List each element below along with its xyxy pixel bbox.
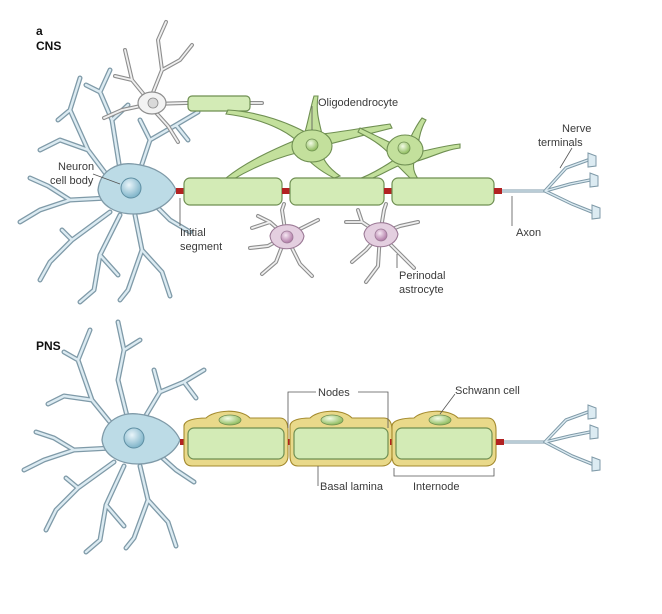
cns-heading: CNS [36,39,61,53]
cns-upper-neuron [102,20,264,144]
cns-neuron-soma [97,163,177,215]
cns-myelin-segments [176,177,502,206]
oligodendrocyte-nucleus-1 [305,138,319,152]
initial-segment-label-line1: Initial [180,227,206,239]
perinodal-astrocyte-label-line2: astrocyte [399,284,444,296]
perinodal-astrocyte-label-line1: Perinodal [399,270,445,282]
pns-nerve-terminals [543,404,601,472]
nerve-terminals-label-line2: terminals [538,137,583,149]
oligodendrocyte-processes [224,95,461,185]
initial-segment-label-line2: segment [180,241,222,253]
neuron-cell-body-label-line1: Neuron [58,161,94,173]
schwann-cell-label: Schwann cell [455,385,520,397]
nerve-terminals-label-line1: Nerve [562,123,591,135]
cns-nerve-terminals [543,152,601,220]
pns-neuron-soma [101,413,181,465]
axon-label: Axon [516,227,541,239]
oligodendrocyte-nucleus-2 [397,141,411,155]
pns-leader-lines [287,391,495,486]
cns-leader-lines [92,106,573,268]
perinodal-astrocytes [248,202,420,284]
neuron-cell-body-label-line2: cell body [50,175,94,187]
basal-lamina-label: Basal lamina [320,481,384,493]
panel-letter: a [36,24,43,38]
pns-myelin-segments [180,410,504,467]
nodes-label: Nodes [318,387,350,399]
pns-heading: PNS [36,339,61,353]
pns-neuron-dendrites [21,319,207,555]
oligodendrocyte-label: Oligodendrocyte [318,97,398,109]
internode-label: Internode [413,481,459,493]
